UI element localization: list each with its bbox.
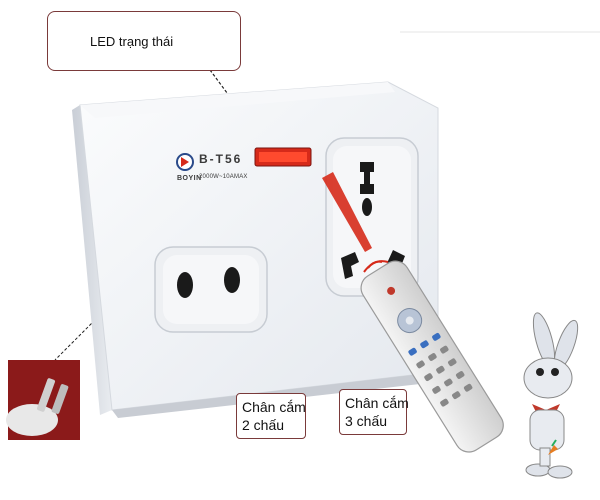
remote-control	[360, 260, 504, 453]
three-pin-label-line2: 3 chấu	[345, 413, 388, 429]
three-pin-socket	[325, 137, 419, 297]
plug-inset-photo	[6, 360, 80, 440]
two-pin-callout: Chân cắm 2 chấu	[236, 393, 306, 439]
brand-label: BOYIN	[177, 175, 202, 182]
status-led-glow	[259, 152, 307, 162]
led-status-callout: LED trạng thái	[47, 11, 241, 71]
two-pin-label-line2: 2 chấu	[242, 417, 285, 433]
two-pin-label-line1: Chân cắm	[242, 399, 306, 415]
plug-leader-line	[54, 319, 96, 361]
model-label: B-T56	[199, 152, 243, 166]
led-status-label: LED trạng thái	[90, 34, 174, 49]
rabbit-mascot-icon	[523, 312, 579, 479]
three-pin-label-line1: Chân cắm	[345, 395, 409, 411]
ir-beam	[322, 172, 372, 252]
three-pin-callout: Chân cắm 3 chấu	[339, 389, 409, 435]
two-pin-socket	[154, 246, 268, 333]
rating-label: 2000W~10AMAX	[199, 174, 248, 180]
